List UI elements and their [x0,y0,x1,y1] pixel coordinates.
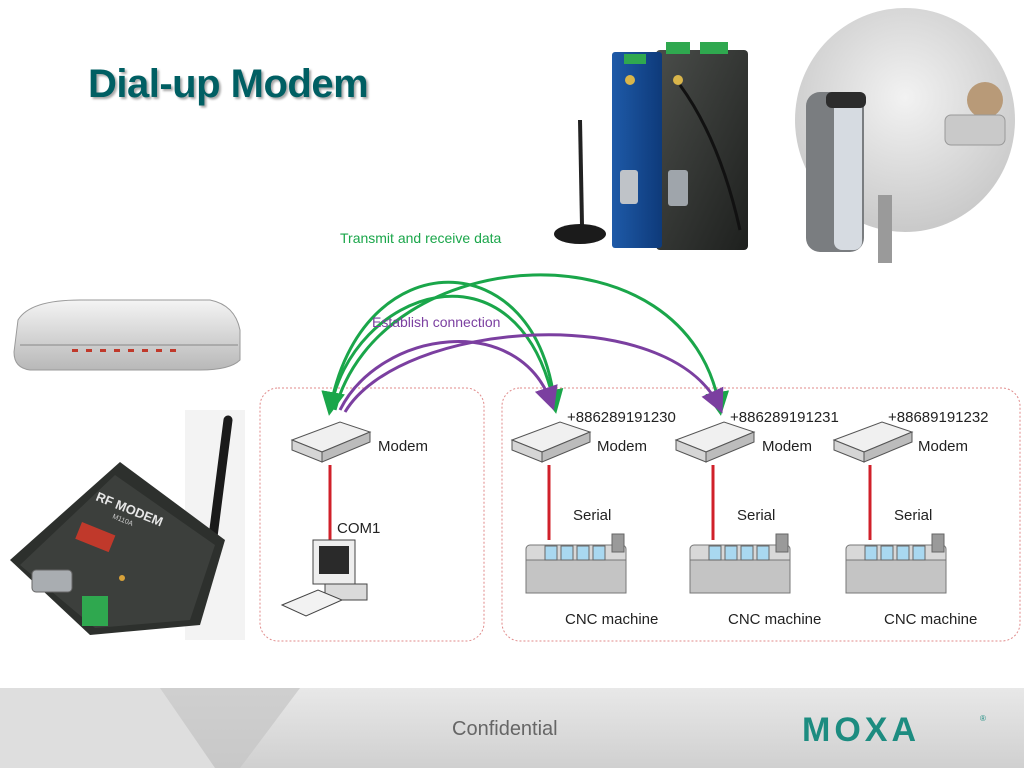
phone-number: +886289191230 [567,409,676,426]
remote-node-3: +88689191232 Modem Serial CNC machine [832,409,989,628]
desktop-modem-photo [13,299,241,371]
remote-site-box [501,387,1021,642]
diagram-canvas: RF MODEM M110A Transmit and receive data… [10,8,1021,642]
establish-arrow-1 [338,340,558,411]
local-site-box [259,387,485,642]
footer-band [0,688,1024,768]
establish-arrow-2 [343,333,724,414]
remote-modem-icon [674,421,756,463]
industrial-modems-photo [554,42,748,250]
remote-modem-label: Modem [762,438,812,455]
serial-label: Serial [737,507,775,524]
remote-node-2: +886289191231 Modem Serial CNC machine [674,409,839,628]
svg-text:®: ® [980,714,986,723]
rf-modem-photo: RF MODEM M110A [10,410,245,640]
phone-number: +886289191231 [730,409,839,426]
local-modem-label: Modem [378,438,428,455]
establish-label: Establish connection [372,314,500,330]
phone-number: +88689191232 [888,409,989,426]
local-com-label: COM1 [337,520,380,537]
transmit-arrow-2 [333,273,730,416]
moxa-logo: MOXA ® [802,711,986,745]
transmit-arrow-1-return [321,280,557,416]
remote-modem-label: Modem [597,438,647,455]
satellite-modem-photo [795,8,1015,263]
svg-text:MOXA: MOXA [802,711,920,745]
remote-modem-icon [510,421,592,463]
remote-node-1: +886289191230 Modem Serial CNC machine [510,409,676,628]
cnc-machine-label: CNC machine [728,611,821,628]
cnc-machine-icon [689,533,791,594]
cnc-machine-label: CNC machine [884,611,977,628]
remote-modem-icon [832,421,914,463]
footer-confidential: Confidential [452,718,558,740]
slide-title: Dial-up Modem [88,62,369,106]
pc-icon [280,539,368,617]
remote-modem-label: Modem [918,438,968,455]
transmit-label: Transmit and receive data [340,230,502,246]
cnc-machine-label: CNC machine [565,611,658,628]
serial-label: Serial [573,507,611,524]
cnc-machine-icon [845,533,947,594]
local-modem-icon [290,421,372,463]
cnc-machine-icon [525,533,627,594]
serial-label: Serial [894,507,932,524]
